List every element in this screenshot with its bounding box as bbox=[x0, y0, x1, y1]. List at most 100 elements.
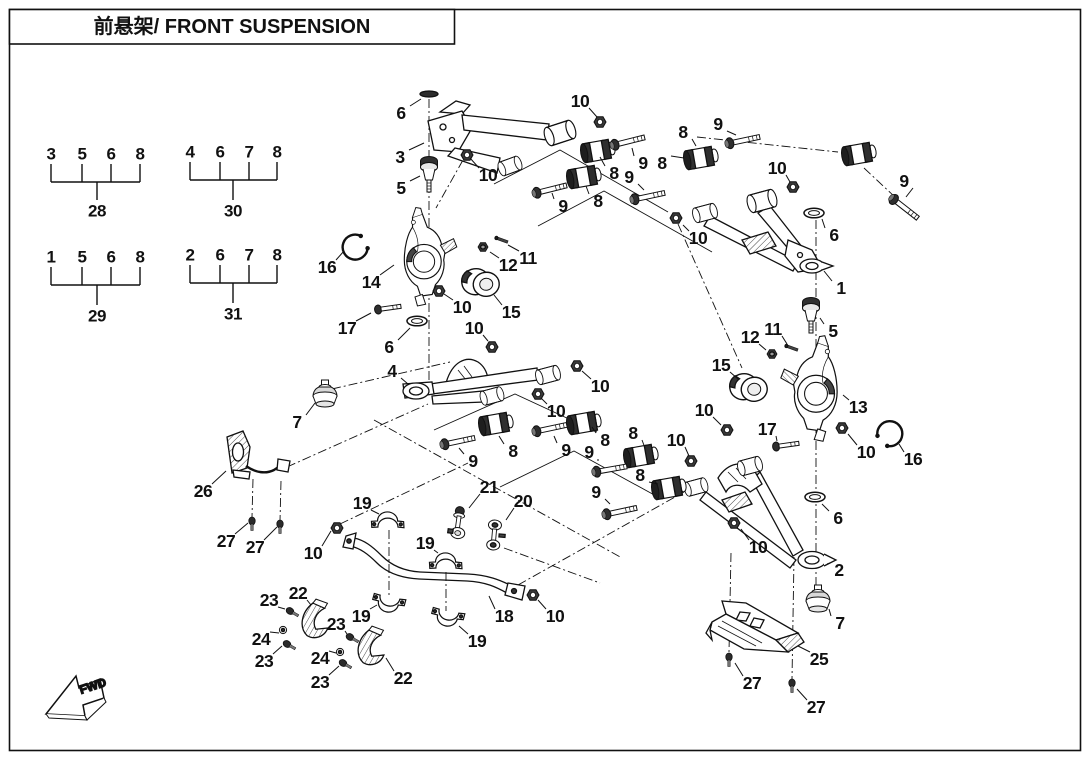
leader-line-17-33 bbox=[355, 312, 372, 322]
callout-10: 10 bbox=[479, 165, 498, 185]
callout-8: 8 bbox=[593, 191, 603, 211]
callout-10: 10 bbox=[571, 91, 590, 111]
callout-10: 10 bbox=[465, 318, 484, 338]
callout-10: 10 bbox=[546, 606, 565, 626]
callout-14: 14 bbox=[362, 272, 381, 292]
callout-19: 19 bbox=[416, 533, 435, 553]
callout-7: 7 bbox=[292, 412, 301, 432]
callout-26: 26 bbox=[194, 481, 213, 501]
callout-6: 6 bbox=[833, 508, 843, 528]
callout-11: 11 bbox=[519, 248, 537, 268]
bracket-26 bbox=[226, 430, 291, 480]
leader-line-23-63 bbox=[344, 630, 348, 635]
callout-19: 19 bbox=[353, 493, 372, 513]
bolts-9 bbox=[438, 130, 922, 522]
leader-line-26-38 bbox=[211, 470, 227, 485]
leader-line-6-16 bbox=[821, 218, 826, 229]
leader-line-10-35 bbox=[482, 334, 489, 342]
axis-lines bbox=[251, 99, 897, 680]
nut-12 bbox=[477, 242, 489, 252]
leader-line-10-14 bbox=[785, 174, 791, 183]
leader-line-19-56 bbox=[433, 549, 439, 554]
callout-10: 10 bbox=[453, 297, 472, 317]
group-30-item-6: 6 bbox=[216, 143, 225, 162]
callout-15: 15 bbox=[712, 355, 731, 375]
leader-line-8-7 bbox=[599, 156, 606, 167]
snap-ring-16 bbox=[337, 229, 373, 265]
callout-10: 10 bbox=[304, 543, 323, 563]
leader-line-14-28 bbox=[379, 264, 395, 276]
cap-6 bbox=[419, 90, 439, 98]
callout-8: 8 bbox=[609, 163, 619, 183]
stabilizer-bar bbox=[342, 532, 526, 601]
group-label-30: 30 bbox=[224, 202, 242, 221]
callout-22: 22 bbox=[289, 583, 308, 603]
callout-23: 23 bbox=[327, 614, 346, 634]
leader-line-1-17 bbox=[823, 270, 833, 282]
group-28-item-5: 5 bbox=[78, 145, 87, 164]
leader-line-11-30 bbox=[507, 244, 520, 252]
leader-line-27-39 bbox=[234, 522, 249, 535]
leader-line-7-37 bbox=[305, 402, 316, 416]
callout-6: 6 bbox=[396, 103, 406, 123]
washer-6 bbox=[406, 315, 428, 327]
callout-8: 8 bbox=[657, 153, 667, 173]
callout-23: 23 bbox=[255, 651, 274, 671]
callout-10: 10 bbox=[689, 228, 708, 248]
leader-line-12-19 bbox=[758, 343, 767, 351]
leader-line-9-45 bbox=[458, 447, 465, 455]
bracket-22 bbox=[351, 622, 392, 669]
leader-line-16-27 bbox=[335, 250, 345, 261]
leader-line-20-55 bbox=[505, 507, 515, 521]
ball-joint-5 bbox=[419, 155, 439, 193]
callout-8: 8 bbox=[508, 441, 518, 461]
leader-line-10-43 bbox=[540, 397, 548, 405]
leader-line-8-9 bbox=[670, 155, 685, 159]
group-label-28: 28 bbox=[88, 202, 106, 221]
title-box bbox=[8, 8, 456, 45]
callout-16: 16 bbox=[904, 449, 923, 469]
leader-line-12-29 bbox=[489, 251, 500, 259]
leader-line-9-52 bbox=[604, 498, 611, 505]
group-29-item-5: 5 bbox=[78, 248, 87, 267]
leader-line-24-66 bbox=[328, 650, 337, 654]
leader-line-9-46 bbox=[553, 435, 558, 444]
leader-line-23-62 bbox=[277, 606, 286, 610]
group-31-item-6: 6 bbox=[216, 246, 225, 265]
callout-17: 17 bbox=[338, 318, 356, 338]
callout-9: 9 bbox=[584, 442, 594, 462]
callout-8: 8 bbox=[678, 122, 688, 142]
leader-line-8-51 bbox=[648, 481, 659, 485]
callout-15: 15 bbox=[502, 302, 521, 322]
callout-11: 11 bbox=[764, 319, 782, 339]
callout-9: 9 bbox=[591, 482, 601, 502]
leader-line-9-5 bbox=[551, 192, 555, 200]
callout-27: 27 bbox=[743, 673, 761, 693]
leader-line-10-3 bbox=[588, 107, 598, 118]
callout-10: 10 bbox=[768, 158, 787, 178]
callout-22: 22 bbox=[394, 668, 413, 688]
leader-line-15-32 bbox=[493, 294, 503, 306]
bumper-7 bbox=[312, 379, 338, 408]
callout-27: 27 bbox=[246, 537, 264, 557]
callout-25: 25 bbox=[810, 649, 829, 669]
clamp-19 bbox=[370, 592, 407, 615]
callout-10: 10 bbox=[547, 401, 566, 421]
leader-line-8-47 bbox=[591, 426, 597, 434]
skid-plate-25 bbox=[705, 600, 805, 653]
group-29-item-6: 6 bbox=[107, 248, 116, 267]
left-knuckle bbox=[403, 206, 458, 307]
page-border bbox=[8, 8, 1082, 752]
washer-6 bbox=[803, 207, 825, 219]
callout-9: 9 bbox=[899, 171, 909, 191]
leader-line-9-8 bbox=[631, 147, 635, 157]
leader-line-22-68 bbox=[385, 657, 395, 672]
callout-23: 23 bbox=[260, 590, 279, 610]
pin-11 bbox=[783, 343, 799, 353]
group-30-item-4: 4 bbox=[186, 143, 196, 162]
leader-line-10-42 bbox=[581, 370, 592, 380]
link-20 bbox=[485, 518, 508, 552]
leader-line-22-61 bbox=[306, 599, 312, 606]
